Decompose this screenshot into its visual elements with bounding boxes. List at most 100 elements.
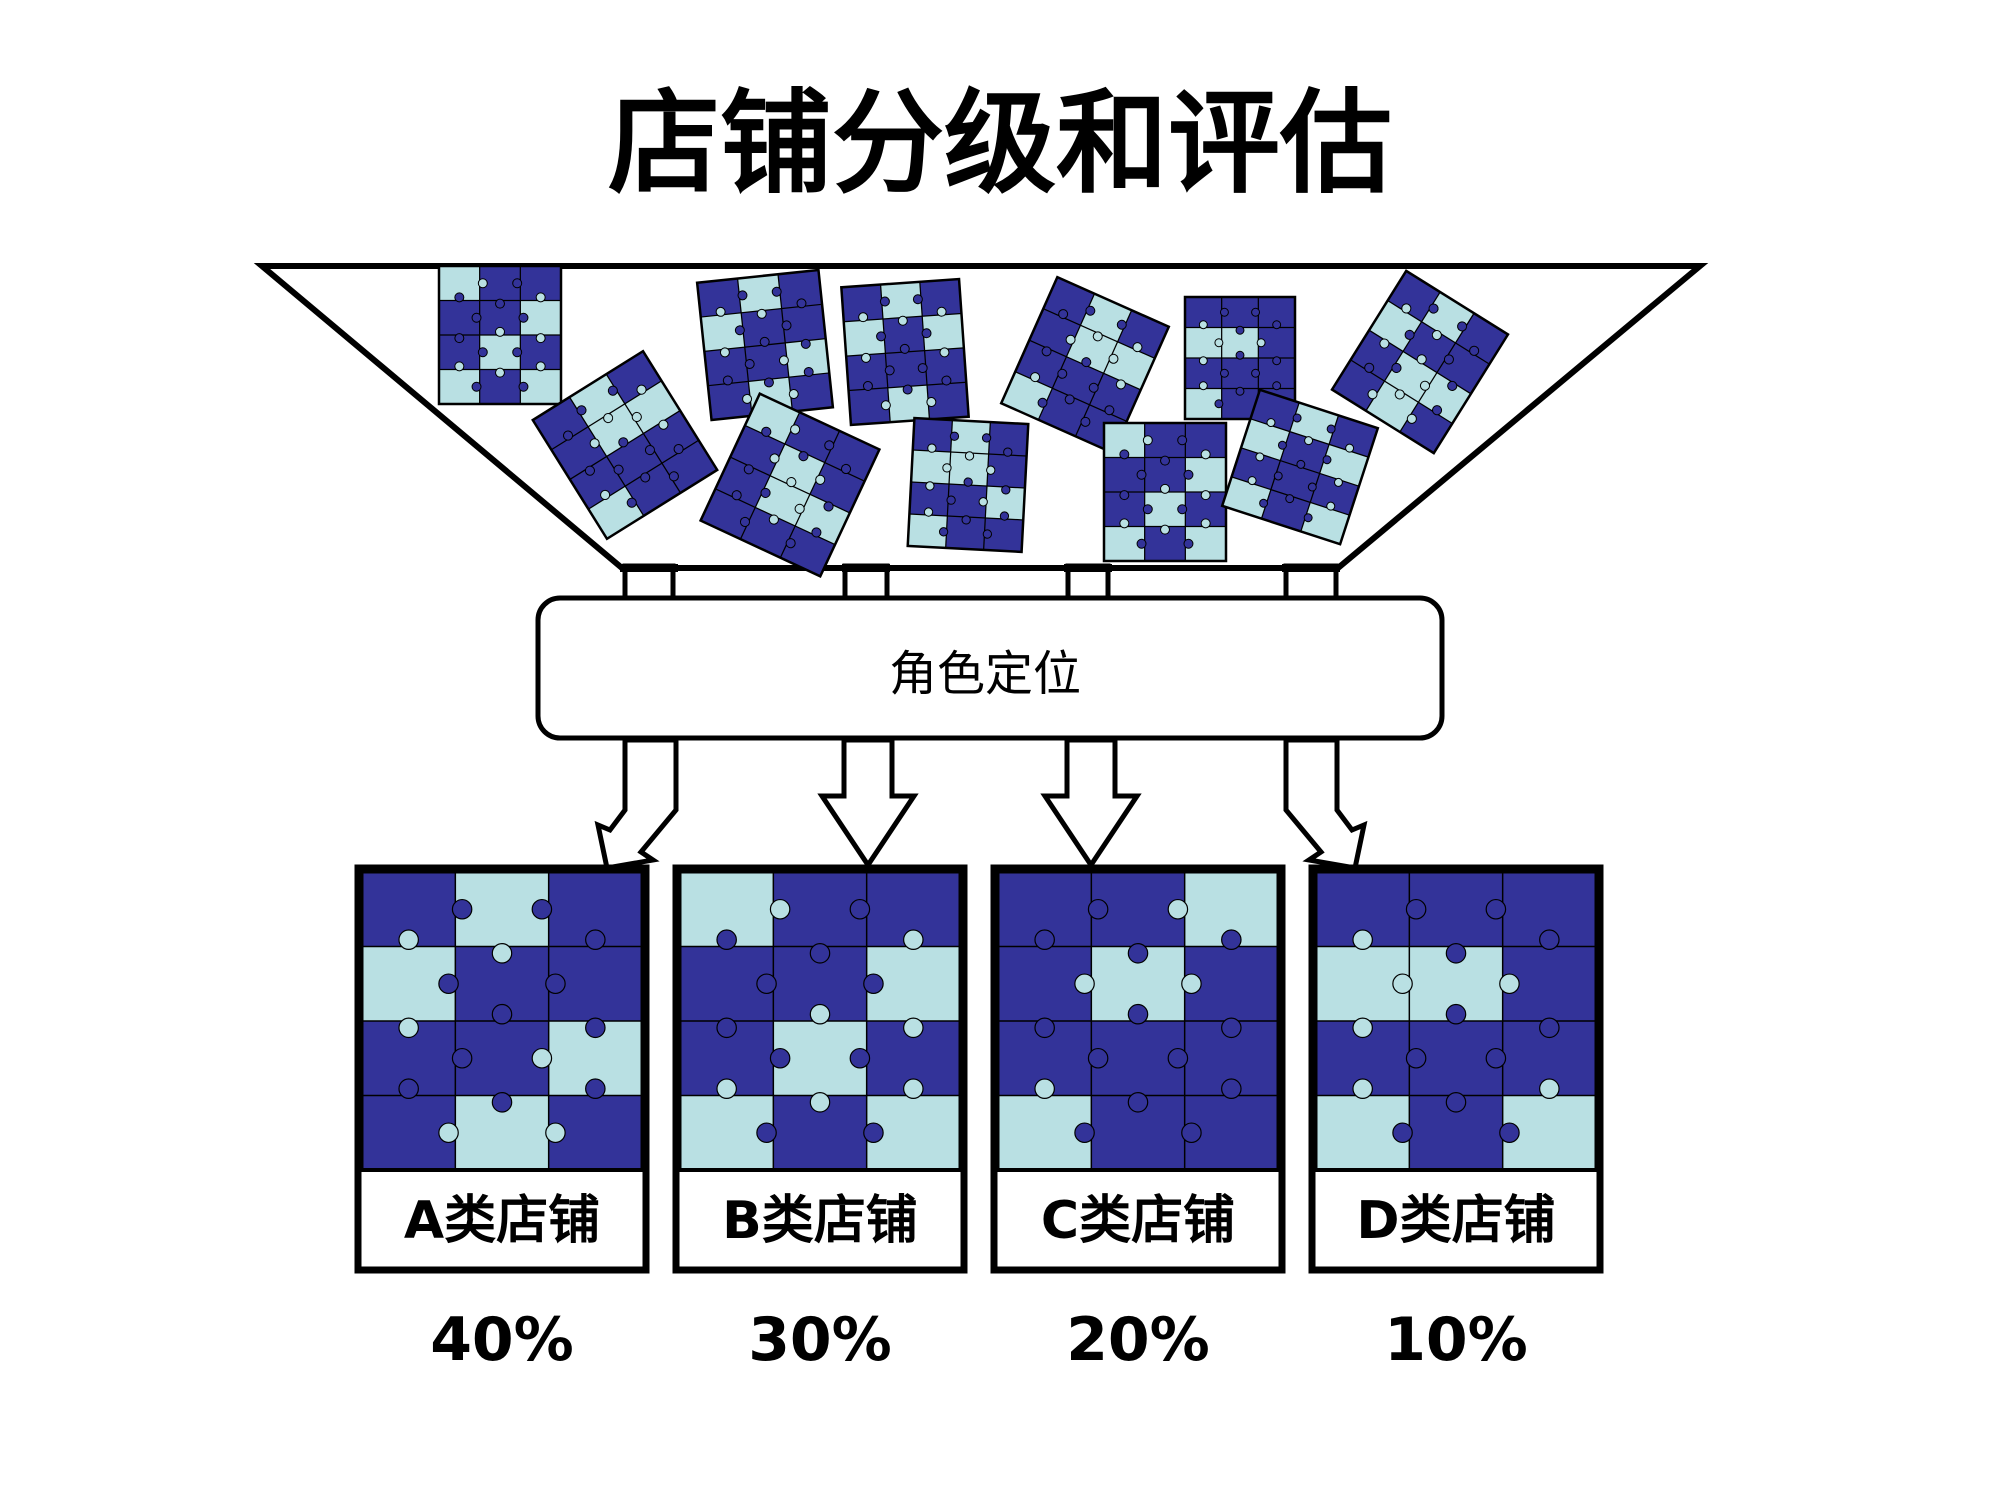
category-percent-a: 40% bbox=[430, 1305, 574, 1375]
puzzle-piece bbox=[1289, 402, 1340, 446]
category-puzzle-grid bbox=[1314, 870, 1598, 1172]
category-puzzle-a bbox=[360, 870, 644, 1172]
puzzle-piece bbox=[927, 382, 970, 421]
category-panel-c: C类店铺 20% bbox=[990, 864, 1286, 1375]
scattered-puzzle-grid bbox=[695, 268, 835, 422]
puzzle-piece bbox=[950, 420, 991, 455]
puzzle-piece bbox=[697, 278, 742, 318]
puzzle-piece bbox=[741, 308, 786, 348]
puzzle-piece bbox=[1310, 473, 1360, 516]
category-puzzle-grid bbox=[678, 870, 962, 1172]
puzzle-piece bbox=[887, 385, 931, 423]
page-title: 店铺分级和评估 bbox=[608, 78, 1392, 209]
puzzle-piece bbox=[785, 338, 830, 378]
scattered-puzzle-grid bbox=[531, 349, 719, 541]
category-percent-d: 10% bbox=[1384, 1305, 1528, 1375]
puzzle-piece bbox=[1270, 460, 1321, 504]
scattered-puzzle-grid bbox=[1330, 269, 1510, 455]
arrow-to-c bbox=[1040, 737, 1142, 870]
puzzle-piece bbox=[1387, 270, 1441, 323]
category-label-a: A类店铺 bbox=[404, 1191, 600, 1251]
puzzle-piece bbox=[1402, 321, 1457, 374]
distribution-arrows bbox=[594, 737, 1368, 871]
category-label-c: C类店铺 bbox=[1041, 1191, 1235, 1251]
role-positioning-box: 角色定位 bbox=[535, 595, 1445, 741]
scattered-puzzle bbox=[999, 275, 1171, 455]
puzzle-piece bbox=[911, 450, 952, 485]
puzzle-piece bbox=[988, 422, 1029, 457]
puzzle-piece bbox=[1231, 447, 1281, 491]
category-panel-d: D类店铺 10% bbox=[1308, 864, 1604, 1375]
scattered-puzzle bbox=[906, 416, 1030, 554]
puzzle-piece bbox=[1350, 330, 1404, 382]
puzzle-piece bbox=[625, 462, 682, 517]
scattered-puzzle bbox=[1330, 269, 1510, 455]
puzzle-piece bbox=[737, 274, 783, 314]
puzzle-piece bbox=[1365, 381, 1419, 433]
category-label-d: D类店铺 bbox=[1356, 1191, 1555, 1251]
puzzle-piece bbox=[1328, 415, 1379, 458]
category-percent-b: 30% bbox=[748, 1305, 892, 1375]
puzzle-piece bbox=[1240, 418, 1291, 462]
puzzle-piece bbox=[1250, 389, 1300, 433]
category-puzzle-c bbox=[996, 870, 1280, 1172]
puzzle-piece bbox=[781, 304, 827, 344]
puzzle-piece bbox=[1418, 372, 1472, 425]
puzzle-piece bbox=[841, 284, 884, 323]
puzzle-piece bbox=[924, 347, 967, 386]
puzzle-piece bbox=[848, 387, 891, 426]
puzzle-piece bbox=[707, 381, 753, 421]
puzzle-piece bbox=[880, 281, 923, 320]
puzzle-piece bbox=[532, 396, 589, 451]
puzzle-piece bbox=[700, 312, 746, 352]
category-puzzle-d bbox=[1314, 870, 1598, 1172]
scattered-puzzle-pieces bbox=[437, 264, 1510, 578]
puzzle-piece bbox=[882, 316, 926, 354]
category-puzzle-grid bbox=[360, 870, 644, 1172]
puzzle-piece bbox=[704, 347, 750, 387]
scattered-puzzle bbox=[839, 277, 971, 427]
role-positioning-label: 角色定位 bbox=[889, 646, 1081, 702]
puzzle-piece bbox=[986, 454, 1028, 489]
puzzle-piece bbox=[788, 372, 834, 413]
puzzle-piece bbox=[588, 403, 645, 457]
puzzle-piece bbox=[948, 452, 990, 487]
scattered-puzzle-grid bbox=[437, 264, 563, 406]
category-label-b: B类店铺 bbox=[722, 1191, 918, 1251]
scattered-puzzle-grid bbox=[1102, 421, 1228, 563]
category-panels: A类店铺 40% B类店铺 30% C类店铺 20% D类店铺 10% bbox=[354, 864, 1604, 1375]
scattered-puzzle bbox=[437, 264, 563, 406]
category-percent-c: 20% bbox=[1066, 1305, 1210, 1375]
puzzle-piece bbox=[1280, 431, 1330, 475]
scattered-puzzle bbox=[698, 392, 882, 578]
category-puzzle-b bbox=[678, 870, 962, 1172]
scattered-puzzle-grid bbox=[906, 416, 1030, 554]
scattered-puzzle bbox=[531, 349, 719, 541]
puzzle-piece bbox=[744, 342, 790, 383]
scattered-puzzle bbox=[695, 268, 835, 422]
scattered-puzzle-grid bbox=[839, 277, 971, 427]
puzzle-piece bbox=[919, 279, 963, 317]
puzzle-piece bbox=[907, 513, 948, 549]
scattered-puzzle bbox=[1102, 421, 1228, 563]
puzzle-piece bbox=[606, 350, 663, 405]
arrow-to-a bbox=[594, 737, 679, 871]
scattered-puzzle-grid bbox=[999, 275, 1171, 455]
puzzle-piece bbox=[778, 269, 823, 310]
puzzle-piece bbox=[846, 353, 889, 392]
puzzle-piece bbox=[945, 515, 986, 551]
category-panel-a: A类店铺 40% bbox=[354, 864, 650, 1375]
puzzle-piece bbox=[985, 485, 1026, 521]
arrow-to-d bbox=[1283, 737, 1368, 871]
puzzle-piece bbox=[1319, 444, 1369, 487]
puzzle-piece bbox=[569, 456, 626, 510]
puzzle-piece bbox=[983, 517, 1024, 553]
puzzle-piece bbox=[885, 350, 928, 389]
puzzle-piece bbox=[843, 318, 887, 357]
puzzle-piece bbox=[922, 313, 965, 352]
puzzle-piece bbox=[1455, 313, 1509, 365]
category-puzzle-grid bbox=[996, 870, 1280, 1172]
puzzle-piece bbox=[947, 484, 988, 519]
category-panel-b: B类店铺 30% bbox=[672, 864, 968, 1375]
